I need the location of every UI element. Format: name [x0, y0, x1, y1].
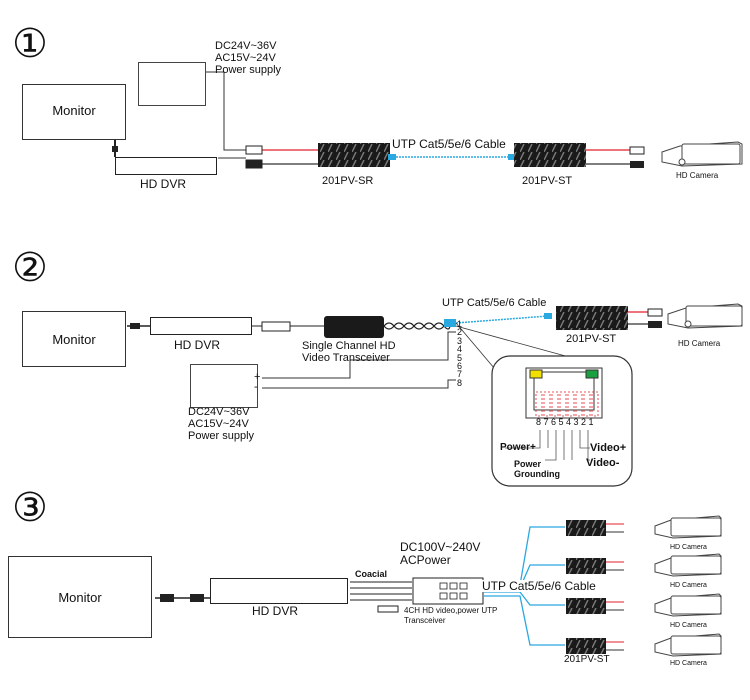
video-minus-label: Video-: [586, 457, 620, 469]
hub-power-label: DC100V~240V ACPower: [400, 540, 481, 567]
camera-label-1: HD Camera: [676, 171, 719, 180]
pin-number-list: 1 2 3 4 5 6 7 8: [457, 319, 463, 388]
camera-label-3c: HD Camera: [670, 622, 707, 629]
hub-label: 4CH HD video,power UTP Transceiver: [404, 606, 498, 625]
camera-3: [654, 593, 722, 617]
coaxial-label: Coacial: [355, 569, 388, 579]
dvr-2: [150, 317, 252, 335]
power-grounding-label: Power Grounding: [514, 459, 560, 479]
dvr-1: [115, 157, 217, 175]
psu-minus: -: [254, 381, 258, 393]
transceiver-label-2: Single Channel HD Video Transceiver: [302, 340, 396, 364]
receiver-device-1: [318, 143, 390, 167]
monitor-label-1: Monitor: [52, 103, 96, 118]
camera-4: [654, 633, 722, 657]
camera-label-3a: HD Camera: [670, 544, 707, 551]
camera-2: [654, 553, 722, 577]
step-number-1: ①: [12, 21, 48, 67]
psu-plus: +: [254, 371, 261, 383]
power-supply-2: [190, 364, 258, 408]
transmitter-3: [566, 598, 606, 614]
monitor-label-3: Monitor: [58, 590, 102, 605]
camera-label-3d: HD Camera: [670, 660, 707, 667]
transmitter-4: [566, 638, 606, 654]
power-supply-1: [138, 62, 206, 106]
dvr-label-3: HD DVR: [252, 604, 299, 618]
dvr-3: [210, 578, 348, 604]
camera-label-2: HD Camera: [678, 339, 721, 348]
monitor-1: Monitor: [22, 84, 126, 140]
camera-label-3b: HD Camera: [670, 582, 707, 589]
monitor-label-2: Monitor: [52, 332, 96, 347]
step-number-3: ③: [12, 485, 48, 531]
utp-cable-label-2: UTP Cat5/5e/6 Cable: [442, 297, 547, 309]
power-plus-label: Power+: [500, 442, 536, 453]
video-plus-label: Video+: [590, 442, 627, 454]
transmitter-label-3: 201PV-ST: [564, 654, 610, 665]
dvr-label-2: HD DVR: [174, 338, 221, 352]
transmitter-label-1: 201PV-ST: [522, 175, 573, 187]
jack-pin-numbers: 8 7 6 5 4 3 2 1: [536, 417, 594, 427]
psu-label-2: DC24V~36V AC15V~24V Power supply: [188, 406, 255, 442]
psu-label-1: DC24V~36V AC15V~24V Power supply: [215, 40, 282, 76]
monitor-2: Monitor: [22, 311, 126, 367]
transmitter-2: [566, 558, 606, 574]
receiver-label-1: 201PV-SR: [322, 175, 374, 187]
monitor-3: Monitor: [8, 556, 152, 638]
utp-cable-label-1: UTP Cat5/5e/6 Cable: [392, 137, 506, 151]
transmitter-label-2: 201PV-ST: [566, 333, 617, 345]
dvr-label-1: HD DVR: [140, 177, 187, 191]
step-number-2: ②: [12, 245, 48, 291]
camera-1: [654, 515, 722, 539]
transmitter-1: [566, 520, 606, 536]
utp-cable-label-3: UTP Cat5/5e/6 Cable: [482, 579, 596, 593]
